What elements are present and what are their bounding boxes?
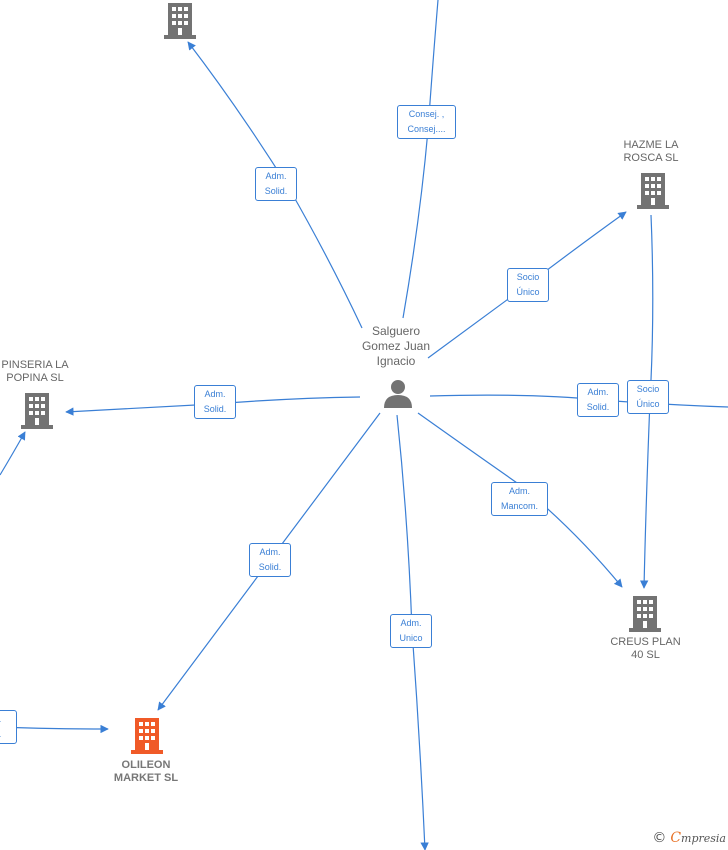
brand-watermark: ©Cmpresia (652, 830, 726, 846)
company-label-pinseria[interactable]: PINSERIA LA POPINA SL (1, 359, 69, 384)
role-badge-creus[interactable]: Adm. Mancom. (491, 482, 548, 516)
role-badge-hazme[interactable]: Socio Único (507, 268, 549, 302)
building-icon[interactable] (629, 596, 661, 632)
building-icon[interactable] (164, 3, 196, 39)
edge-left-pinseria (0, 431, 26, 476)
role-badge-hazme-creus[interactable]: Socio Único (627, 380, 669, 414)
company-label-olileon[interactable]: OLILEON MARKET SL (113, 759, 179, 784)
role-badge-top-edge[interactable]: Consej. , Consej.... (397, 105, 456, 139)
person-icon[interactable] (383, 378, 413, 408)
role-badge-top-company[interactable]: Adm. Solid. (255, 167, 297, 201)
edge-top-offscreen (402, 0, 439, 319)
building-icon-focus[interactable] (131, 718, 163, 754)
company-label-hazme[interactable]: HAZME LA ROSCA SL (623, 139, 679, 164)
brand-name: mpresia (681, 832, 726, 845)
building-icon[interactable] (637, 173, 669, 209)
role-badge-pinseria[interactable]: Adm. Solid. (194, 385, 236, 419)
brand-initial: C (670, 830, 682, 846)
person-name[interactable]: Salguero Gomez Juan Ignacio (361, 324, 431, 368)
company-label-creus[interactable]: CREUS PLAN 40 SL (610, 636, 681, 661)
role-badge-right[interactable]: Adm. Solid. (577, 383, 619, 417)
role-badge-left-cut[interactable]: n. d. (0, 710, 17, 744)
role-badge-olileon[interactable]: Adm. Solid. (249, 543, 291, 577)
building-icon[interactable] (21, 393, 53, 429)
role-badge-bottom[interactable]: Adm. Unico (390, 614, 432, 648)
copyright-symbol: © (652, 830, 667, 846)
